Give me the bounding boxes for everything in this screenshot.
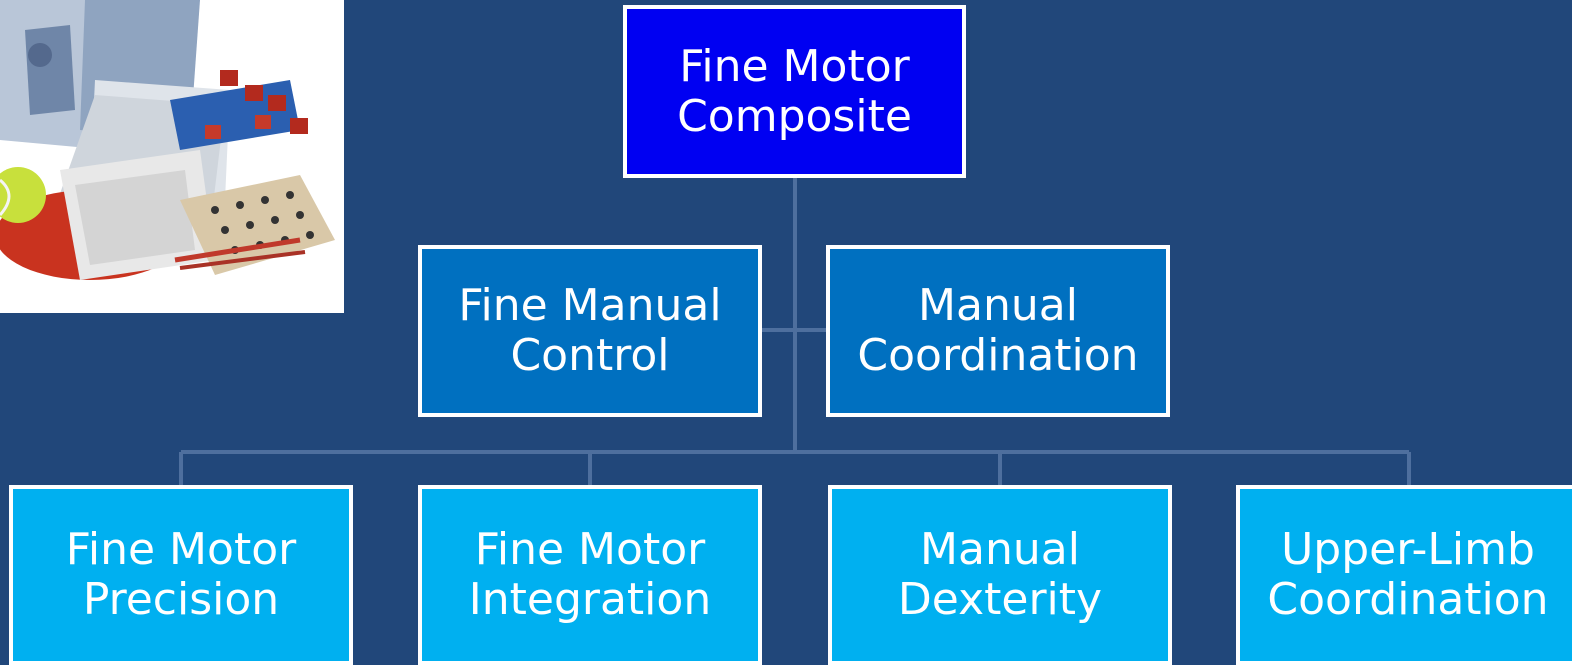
test-kit-photo <box>0 0 344 313</box>
node-line-2: Integration <box>468 574 712 625</box>
node-fine-manual-control: Fine Manual Control <box>418 245 762 417</box>
node-line-1: Upper-Limb <box>1281 524 1535 575</box>
node-line-1: Manual <box>918 280 1078 331</box>
node-fine-motor-precision: Fine Motor Precision <box>9 485 353 665</box>
node-line-2: Composite <box>677 90 912 142</box>
node-line-2: Precision <box>82 574 280 625</box>
node-fine-motor-composite: Fine Motor Composite <box>623 5 966 178</box>
node-line-1: Fine Manual <box>458 280 722 331</box>
node-line-1: Fine Motor <box>65 524 297 575</box>
node-line-1: Fine Motor <box>679 40 910 92</box>
node-manual-dexterity: Manual Dexterity <box>828 485 1172 665</box>
node-line-1: Fine Motor <box>474 524 706 575</box>
node-upper-limb-coordination: Upper-Limb Coordination <box>1236 485 1572 665</box>
node-fine-motor-integration: Fine Motor Integration <box>418 485 762 665</box>
node-line-1: Manual <box>920 524 1080 575</box>
node-line-2: Coordination <box>1267 574 1549 625</box>
node-manual-coordination: Manual Coordination <box>826 245 1170 417</box>
node-line-2: Control <box>510 330 670 381</box>
node-line-2: Dexterity <box>897 574 1103 625</box>
node-line-2: Coordination <box>857 330 1139 381</box>
